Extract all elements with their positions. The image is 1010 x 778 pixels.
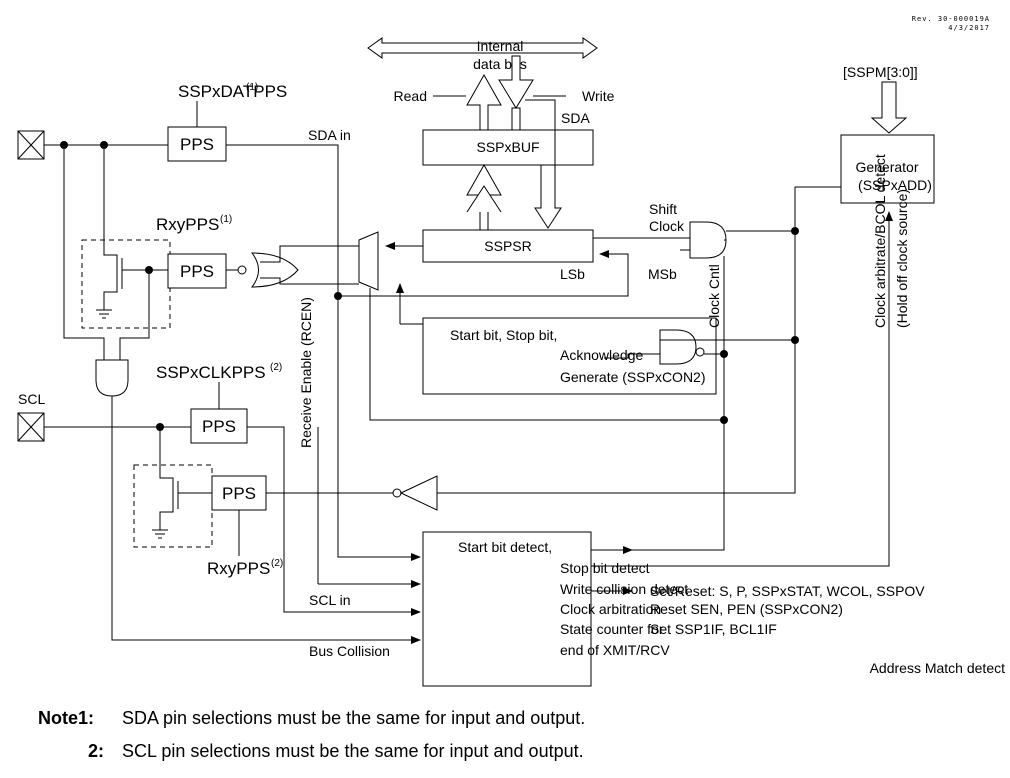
write-label: Write (582, 88, 615, 104)
revision-number: Rev. 30-000019A (912, 15, 990, 23)
sda-in-pps-block (167, 126, 227, 162)
sspxclkpps-label: SSPxCLKPPS (156, 363, 266, 382)
clock-arbitrate-label: Clock arbitrate/BCOL detect (872, 154, 888, 328)
receive-enable-label: Receive Enable (RCEN) (298, 297, 314, 448)
scl-in-pps-label: PPS (202, 417, 236, 436)
bus-label-line1: Internal (477, 38, 524, 54)
shift-clock-line1: Shift (649, 201, 677, 217)
start-stop-and-gate (659, 329, 697, 365)
buf-to-sspsr-arrow (534, 164, 562, 229)
shift-clock-line2: Clock (649, 218, 685, 234)
address-match-label: Address Match detect (870, 660, 1006, 676)
sda-out-pps-block (167, 253, 227, 289)
scl-out-pps-label: PPS (222, 484, 256, 503)
generator-line1: Generator (855, 159, 918, 175)
sspxbuf-block (422, 129, 594, 166)
sspxdatpps-label: SSPxDATPPS (178, 82, 287, 101)
internal-data-bus: Internal data bus Read Write (367, 37, 615, 131)
scl-pin-label: SCL (18, 391, 45, 407)
sspm-label: [SSPM[3:0]] (843, 64, 918, 80)
collision-and-gate (95, 359, 129, 397)
sspsr-label: SSPSR (484, 238, 531, 254)
sda-in-label: SDA in (308, 127, 351, 143)
note2-label: 2: (88, 741, 104, 761)
read-label: Read (394, 88, 427, 104)
detect-line1: Start bit detect, (458, 539, 552, 555)
sspm-arrow (870, 81, 908, 134)
read-arrow (466, 73, 502, 131)
rxypps1-note: (1) (220, 214, 232, 225)
setreset-line1: Set/Reset: S, P, SSPxSTAT, WCOL, SSPOV (650, 583, 925, 599)
setreset-line3: Set SSP1IF, BCL1IF (650, 621, 777, 637)
detect-line2: Stop bit detect (560, 560, 650, 576)
generator-line2: (SSPxADD) (858, 177, 932, 193)
rxypps1-label: RxyPPS (156, 215, 219, 234)
scl-in-label: SCL in (309, 592, 351, 608)
start-stop-gen-line3: Generate (SSPxCON2) (560, 369, 706, 385)
note1-text: SDA pin selections must be the same for … (122, 708, 585, 728)
msb-label: MSb (648, 266, 677, 282)
sda-out-pps-label: PPS (180, 262, 214, 281)
scl-in-pps-block (190, 408, 248, 444)
hold-off-label: (Hold off clock source) (894, 189, 910, 328)
setreset-line2: Reset SEN, PEN (SSPxCON2) (650, 601, 843, 617)
sda-or-gate (250, 252, 299, 288)
detect-line4: Clock arbitration (560, 601, 661, 617)
sda-pin (17, 130, 45, 160)
bus-collision-label: Bus Collision (309, 643, 390, 659)
baud-generator-block (840, 134, 935, 204)
note1-label: Note1: (38, 708, 94, 728)
revision-date: 4/3/2017 (948, 24, 990, 32)
sspxclkpps-note: (2) (270, 362, 282, 373)
detect-line5: State counter for (560, 621, 664, 637)
sda-in-pps-label: PPS (180, 135, 214, 154)
start-stop-gen-line1: Start bit, Stop bit, (450, 327, 557, 343)
rxypps2-label: RxyPPS (207, 559, 270, 578)
shift-clock-and-gate (689, 221, 727, 259)
start-stop-gen-line2: Acknowledge (560, 347, 643, 363)
scl-pin (17, 412, 45, 442)
write-arrow (498, 55, 534, 109)
note2-text: SCL pin selections must be the same for … (122, 741, 584, 761)
sspxbuf-label: SSPxBUF (476, 139, 539, 155)
detect-line6: end of XMIT/RCV (560, 642, 670, 658)
scl-out-buffer (399, 475, 438, 511)
clock-cntl-label: Clock Cntl (706, 264, 722, 328)
sspxdatpps-note: (1) (246, 82, 258, 93)
sda-label: SDA (561, 110, 590, 126)
detect-block (422, 531, 592, 687)
lsb-label: LSb (560, 266, 585, 282)
sda-mux (358, 231, 379, 291)
rxypps2-note: (2) (271, 558, 283, 569)
